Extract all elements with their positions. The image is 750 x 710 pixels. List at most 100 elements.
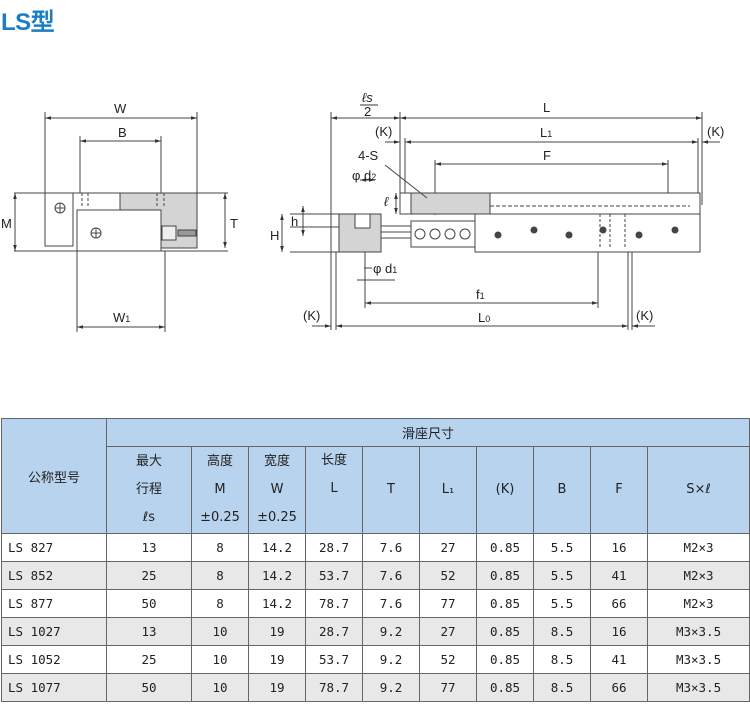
- label-d2: φ d2: [352, 168, 376, 183]
- column-header-line: 高度: [206, 454, 233, 469]
- model-cell: LS 852: [1, 561, 107, 590]
- label-T: T: [230, 216, 238, 231]
- value-cell: 77: [419, 589, 477, 618]
- label-K-bottom-right: (K): [636, 308, 653, 323]
- value-cell: 19: [248, 617, 306, 646]
- value-cell: M2×3: [646, 589, 750, 618]
- model-header: 公称型号: [1, 418, 107, 534]
- value-cell: 8: [191, 533, 249, 562]
- column-header-line: S×ℓ: [686, 482, 711, 497]
- label-d1: φ d1: [373, 261, 397, 276]
- value-cell: 8.5: [533, 617, 591, 646]
- column-header-line: 长度: [320, 453, 347, 468]
- value-cell: 7.6: [362, 561, 420, 590]
- label-K-top-right: (K): [707, 124, 724, 139]
- column-header-line: 行程: [135, 482, 162, 497]
- value-cell: 9.2: [362, 645, 420, 674]
- column-header-line: 最大: [135, 454, 162, 469]
- label-W: W: [114, 101, 127, 116]
- value-cell: 7.6: [362, 589, 420, 618]
- column-header: T: [362, 446, 420, 534]
- value-cell: 0.85: [476, 589, 534, 618]
- column-header: 长度 L: [305, 446, 363, 534]
- value-cell: 8.5: [533, 673, 591, 702]
- column-header-line: ±0.25: [257, 510, 297, 525]
- label-H: H: [270, 228, 279, 243]
- value-cell: M2×3: [646, 533, 750, 562]
- model-cell: LS 1077: [1, 673, 107, 702]
- value-cell: 10: [191, 673, 249, 702]
- value-cell: 10: [191, 617, 249, 646]
- technical-drawing: W B M T W1 ℓs: [1, 90, 724, 332]
- value-cell: 19: [248, 645, 306, 674]
- value-cell: 5.5: [533, 561, 591, 590]
- value-cell: 77: [419, 673, 477, 702]
- value-cell: 28.7: [305, 617, 363, 646]
- value-cell: 27: [419, 617, 477, 646]
- label-L: L: [543, 100, 550, 115]
- value-cell: 13: [106, 533, 192, 562]
- value-cell: M3×3.5: [646, 673, 750, 702]
- value-cell: 53.7: [305, 645, 363, 674]
- value-cell: 5.5: [533, 589, 591, 618]
- value-cell: 19: [248, 673, 306, 702]
- value-cell: 25: [106, 561, 192, 590]
- label-4S: 4-S: [358, 148, 379, 163]
- value-cell: M3×3.5: [646, 645, 750, 674]
- column-header-line: L: [330, 481, 338, 496]
- column-header: 最大行程 ℓs: [106, 446, 192, 534]
- column-header-line: ±0.25: [200, 510, 240, 525]
- value-cell: 66: [590, 589, 648, 618]
- label-L1: L1: [540, 125, 552, 140]
- column-header-line: ℓs: [142, 510, 156, 525]
- model-cell: LS 1027: [1, 617, 107, 646]
- model-cell: LS 1052: [1, 645, 107, 674]
- value-cell: 66: [590, 673, 648, 702]
- label-W1: W1: [113, 310, 130, 325]
- value-cell: 0.85: [476, 533, 534, 562]
- side-view: [280, 112, 720, 330]
- value-cell: 41: [590, 561, 648, 590]
- value-cell: 7.6: [362, 533, 420, 562]
- column-header-line: L₁: [441, 482, 455, 497]
- value-cell: 41: [590, 645, 648, 674]
- front-view: [13, 112, 228, 332]
- column-header: S×ℓ: [646, 446, 750, 534]
- value-cell: M2×3: [646, 561, 750, 590]
- column-header-line: F: [615, 482, 623, 497]
- value-cell: M3×3.5: [646, 617, 750, 646]
- value-cell: 78.7: [305, 673, 363, 702]
- value-cell: 0.85: [476, 561, 534, 590]
- value-cell: 9.2: [362, 673, 420, 702]
- value-cell: 9.2: [362, 617, 420, 646]
- label-M: M: [1, 216, 12, 231]
- value-cell: 25: [106, 645, 192, 674]
- value-cell: 27: [419, 533, 477, 562]
- value-cell: 0.85: [476, 673, 534, 702]
- label-K-bottom-left: (K): [303, 308, 320, 323]
- value-cell: 28.7: [305, 533, 363, 562]
- column-header: F: [590, 446, 648, 534]
- column-header: B: [533, 446, 591, 534]
- model-cell: LS 877: [1, 589, 107, 618]
- value-cell: 16: [590, 617, 648, 646]
- group-header: 滑座尺寸: [105, 418, 750, 447]
- value-cell: 10: [191, 645, 249, 674]
- model-cell: LS 827: [1, 533, 107, 562]
- value-cell: 0.85: [476, 645, 534, 674]
- label-f1: f1: [476, 287, 485, 302]
- column-header-line: (K): [495, 482, 515, 497]
- value-cell: 50: [106, 589, 192, 618]
- value-cell: 8.5: [533, 645, 591, 674]
- value-cell: 13: [106, 617, 192, 646]
- value-cell: 53.7: [305, 561, 363, 590]
- column-header-line: M: [214, 482, 226, 497]
- column-header: L₁: [419, 446, 477, 534]
- column-header-line: W: [270, 482, 284, 497]
